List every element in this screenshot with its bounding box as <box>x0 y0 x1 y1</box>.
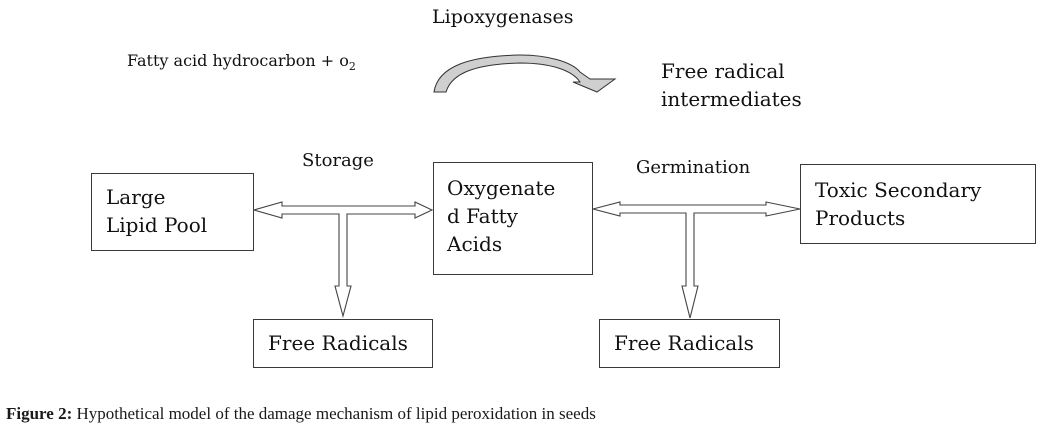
free-radicals-right-box: Free Radicals <box>599 319 780 368</box>
curved-arrow-icon <box>433 54 617 93</box>
toxic-secondary-products-text: Toxic Secondary Products <box>815 178 982 230</box>
figure-label: Figure 2: <box>6 404 73 423</box>
free-radicals-left-box: Free Radicals <box>253 319 433 368</box>
free-radicals-left-text: Free Radicals <box>268 331 408 355</box>
enzyme-label: Lipoxygenases <box>432 6 574 28</box>
germination-double-arrow <box>590 201 801 319</box>
storage-double-arrow <box>251 201 434 319</box>
large-lipid-pool-text: Large Lipid Pool <box>106 185 208 237</box>
figure-caption: Figure 2: Hypothetical model of the dama… <box>6 404 596 424</box>
toxic-secondary-products-box: Toxic Secondary Products <box>800 164 1036 244</box>
oxygenated-fatty-acids-text: Oxygenate d Fatty Acids <box>447 176 556 256</box>
figure-caption-text: Hypothetical model of the damage mechani… <box>72 404 596 423</box>
free-radicals-right-text: Free Radicals <box>614 331 754 355</box>
germination-label: Germination <box>636 157 751 178</box>
large-lipid-pool-box: Large Lipid Pool <box>91 173 254 251</box>
product-label: Free radical intermediates <box>661 59 802 111</box>
storage-label: Storage <box>302 150 374 171</box>
substrate-text: Fatty acid hydrocarbon + o <box>127 51 349 70</box>
oxygenated-fatty-acids-box: Oxygenate d Fatty Acids <box>433 162 593 275</box>
substrate-label: Fatty acid hydrocarbon + o2 <box>127 51 356 73</box>
substrate-subscript: 2 <box>348 60 356 74</box>
